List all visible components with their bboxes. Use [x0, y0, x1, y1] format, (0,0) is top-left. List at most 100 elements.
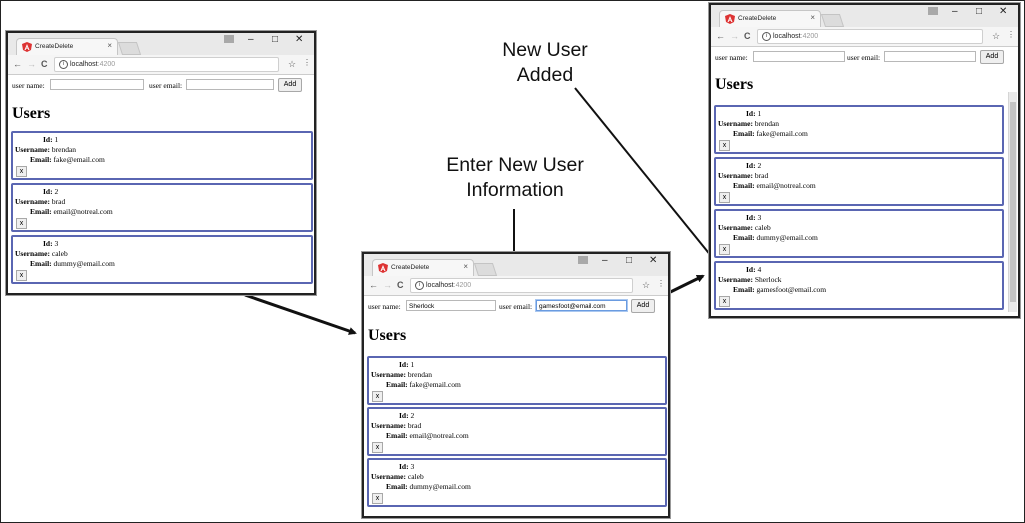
browser-menu-icon[interactable]: ⋮	[303, 58, 311, 67]
profile-icon[interactable]	[578, 256, 588, 264]
reload-icon[interactable]: C	[744, 31, 751, 41]
url-text: localhost:4200	[70, 58, 115, 71]
reload-icon[interactable]: C	[397, 280, 404, 290]
caption-new-user-added: New User Added	[470, 38, 620, 88]
minimize-icon[interactable]: –	[248, 34, 254, 45]
delete-user-button[interactable]: x	[372, 391, 383, 402]
forward-icon[interactable]: →	[383, 280, 392, 290]
add-user-button[interactable]: Add	[980, 50, 1004, 64]
username-input[interactable]	[50, 79, 144, 90]
maximize-icon[interactable]: □	[626, 255, 633, 266]
user-username-row: Username: caleb	[718, 223, 771, 233]
user-id-row: Id: 3	[43, 239, 58, 249]
info-icon[interactable]: i	[762, 32, 771, 41]
add-user-button[interactable]: Add	[631, 299, 655, 313]
email-field-label: Email:	[733, 129, 755, 138]
address-bar[interactable]: i localhost:4200	[54, 57, 279, 72]
url-port: :4200	[97, 61, 116, 68]
user-card: Id: 1 Username: brendan Email: fake@emai…	[714, 105, 1004, 154]
browser-tab[interactable]: CreateDelete ×	[719, 10, 821, 28]
users-heading: Users	[368, 327, 407, 344]
user-username: Sherlock	[754, 275, 782, 284]
scrollbar-thumb[interactable]	[1010, 102, 1016, 302]
user-id: 4	[757, 265, 762, 274]
user-email-row: Email: email@notreal.com	[733, 181, 816, 191]
id-label: Id:	[399, 360, 409, 369]
username-field-label: Username:	[371, 370, 406, 379]
user-card: Id: 2 Username: brad Email: email@notrea…	[714, 157, 1004, 206]
forward-icon[interactable]: →	[730, 31, 739, 41]
email-field-label: Email:	[30, 259, 52, 268]
user-email-row: Email: email@notreal.com	[386, 431, 469, 441]
back-icon[interactable]: ←	[369, 280, 378, 290]
user-username-row: Username: caleb	[15, 249, 68, 259]
tab-close-icon[interactable]: ×	[810, 13, 815, 22]
delete-user-button[interactable]: x	[16, 218, 27, 229]
user-email-row: Email: dummy@email.com	[386, 482, 471, 492]
tab-close-icon[interactable]: ×	[463, 262, 468, 271]
user-card: Id: 3 Username: caleb Email: dummy@email…	[367, 458, 667, 507]
username-field-label: Username:	[718, 119, 753, 128]
delete-user-button[interactable]: x	[719, 192, 730, 203]
forward-icon[interactable]: →	[27, 59, 36, 69]
tab-close-icon[interactable]: ×	[107, 41, 112, 50]
back-icon[interactable]: ←	[13, 59, 22, 69]
minimize-icon[interactable]: –	[602, 255, 608, 266]
users-heading: Users	[12, 105, 51, 122]
new-tab-button[interactable]	[117, 42, 142, 55]
user-id-row: Id: 1	[399, 360, 414, 370]
profile-icon[interactable]	[928, 7, 938, 15]
bookmark-star-icon[interactable]: ☆	[288, 59, 297, 69]
close-window-icon[interactable]: ✕	[649, 255, 658, 266]
username-label: user name:	[715, 53, 748, 62]
username-input[interactable]: Sherlock	[406, 300, 496, 311]
browser-menu-icon[interactable]: ⋮	[1007, 30, 1015, 39]
scrollbar[interactable]	[1008, 92, 1017, 312]
url-host: localhost	[70, 61, 98, 68]
username-label: user name:	[12, 81, 45, 90]
email-field-label: Email:	[733, 181, 755, 190]
email-label: user email:	[499, 302, 533, 311]
profile-icon[interactable]	[224, 35, 234, 43]
minimize-icon[interactable]: –	[952, 6, 958, 17]
maximize-icon[interactable]: □	[272, 34, 279, 45]
email-input[interactable]	[186, 79, 274, 90]
close-window-icon[interactable]: ✕	[999, 6, 1008, 17]
delete-user-button[interactable]: x	[719, 140, 730, 151]
browser-tab[interactable]: CreateDelete ×	[372, 259, 474, 277]
new-tab-button[interactable]	[820, 14, 845, 27]
address-bar[interactable]: i localhost:4200	[757, 29, 983, 44]
delete-user-button[interactable]: x	[16, 166, 27, 177]
close-window-icon[interactable]: ✕	[295, 34, 304, 45]
user-email: fake@email.com	[409, 380, 461, 389]
tab-title: CreateDelete	[391, 264, 430, 271]
delete-user-button[interactable]: x	[372, 442, 383, 453]
address-bar[interactable]: i localhost:4200	[410, 278, 633, 293]
bookmark-star-icon[interactable]: ☆	[992, 31, 1001, 41]
delete-user-button[interactable]: x	[719, 244, 730, 255]
user-username: brad	[407, 421, 422, 430]
user-email: email@notreal.com	[756, 181, 816, 190]
angular-logo-icon	[725, 14, 735, 24]
title-bar: CreateDelete × – □ ✕	[8, 33, 314, 56]
username-input[interactable]	[753, 51, 845, 62]
caption-line: Added	[516, 64, 574, 86]
bookmark-star-icon[interactable]: ☆	[642, 280, 651, 290]
info-icon[interactable]: i	[415, 281, 424, 290]
delete-user-button[interactable]: x	[372, 493, 383, 504]
add-user-button[interactable]: Add	[278, 78, 302, 92]
email-input[interactable]: gamesfoot@email.com	[536, 300, 627, 311]
id-label: Id:	[746, 213, 756, 222]
user-id: 2	[410, 411, 415, 420]
browser-menu-icon[interactable]: ⋮	[657, 279, 665, 288]
title-bar: CreateDelete × – □ ✕	[711, 5, 1018, 28]
new-tab-button[interactable]	[473, 263, 498, 276]
back-icon[interactable]: ←	[716, 31, 725, 41]
email-input[interactable]	[884, 51, 976, 62]
maximize-icon[interactable]: □	[976, 6, 983, 17]
info-icon[interactable]: i	[59, 60, 68, 69]
delete-user-button[interactable]: x	[16, 270, 27, 281]
browser-tab[interactable]: CreateDelete ×	[16, 38, 118, 56]
reload-icon[interactable]: C	[41, 59, 48, 69]
delete-user-button[interactable]: x	[719, 296, 730, 307]
